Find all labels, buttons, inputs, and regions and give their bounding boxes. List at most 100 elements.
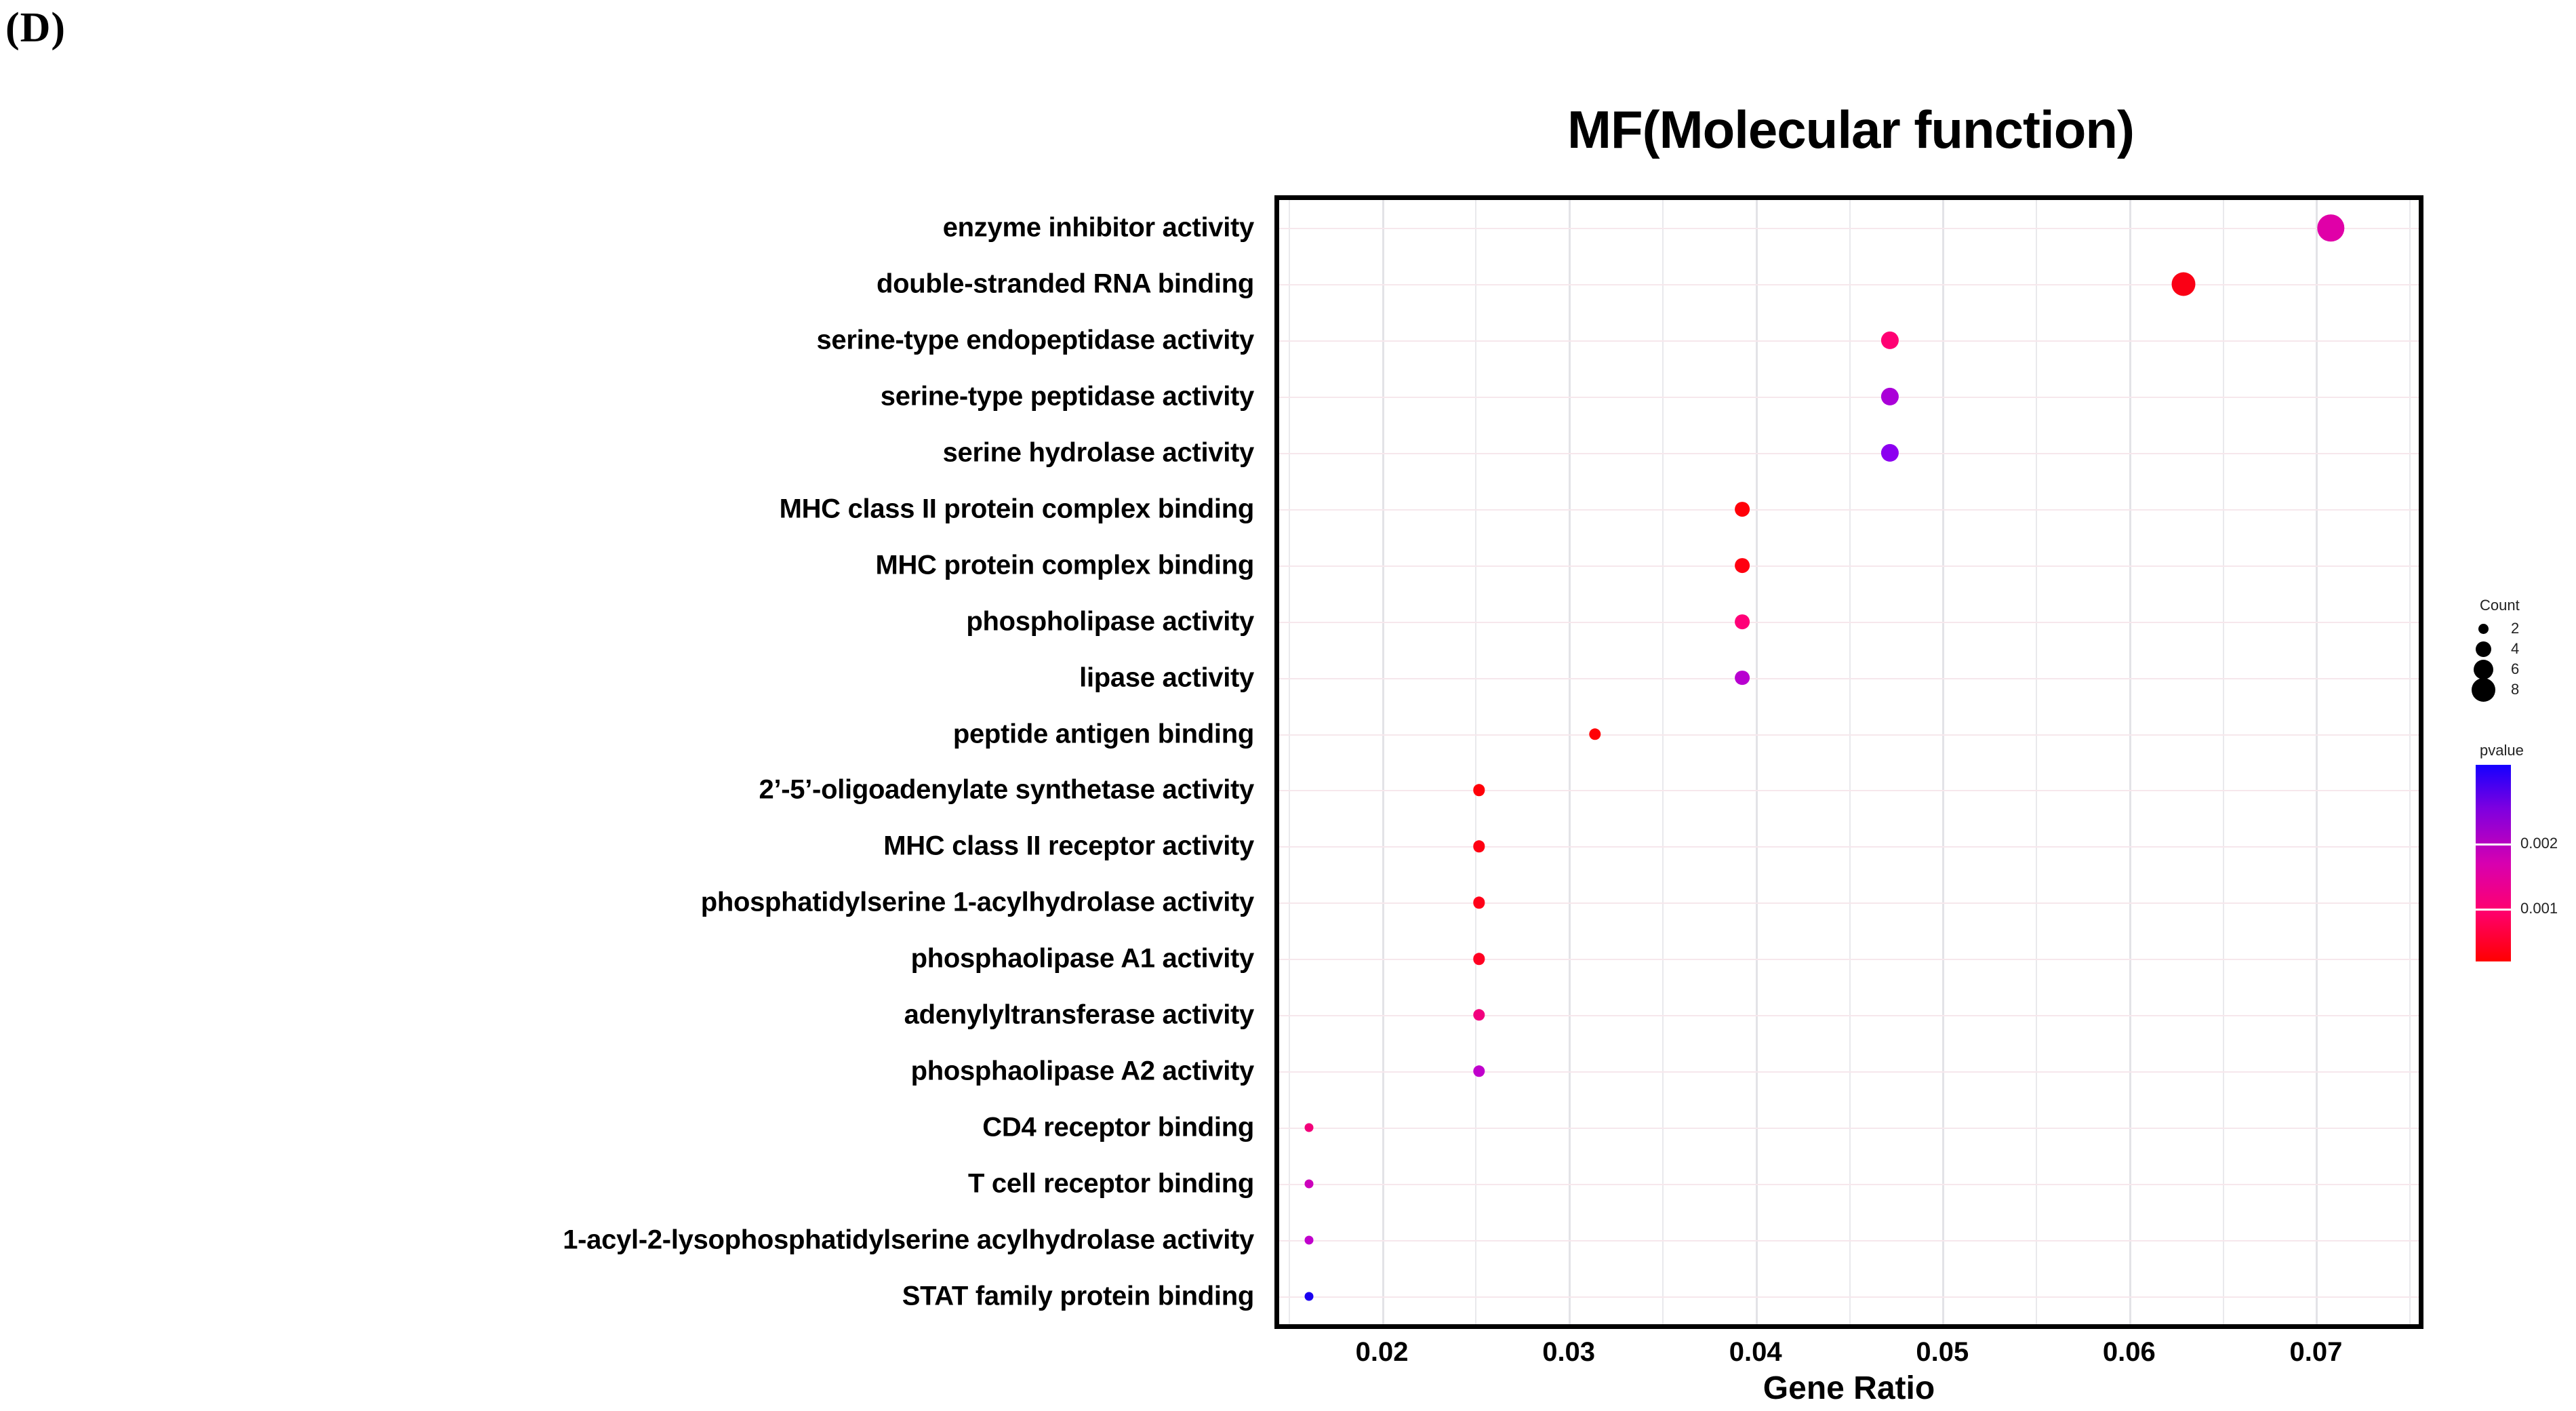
colorbar-tick — [2476, 908, 2511, 911]
count-legend-label: 4 — [2511, 640, 2520, 657]
gridline-horizontal — [1279, 1183, 2419, 1185]
count-legend-item: 6 — [2461, 659, 2576, 679]
x-axis-title: Gene Ratio — [1763, 1370, 1935, 1406]
scatter-dot[interactable] — [1589, 728, 1601, 740]
y-axis-category-label: serine-type endopeptidase activity — [816, 325, 1254, 355]
y-axis-category-label: enzyme inhibitor activity — [942, 212, 1255, 243]
gridline-horizontal — [1279, 621, 2419, 623]
count-legend-dot — [2471, 677, 2495, 702]
y-axis-category-label: serine hydrolase activity — [942, 437, 1255, 468]
colorbar-tick — [2476, 843, 2511, 846]
count-legend-dot-swatch — [2461, 677, 2505, 702]
scatter-dot[interactable] — [1473, 953, 1485, 965]
panel-label: (D) — [5, 5, 66, 51]
gridline-vertical — [1382, 200, 1384, 1324]
gridline-horizontal — [1279, 340, 2419, 342]
y-axis-category-label: T cell receptor binding — [967, 1168, 1254, 1199]
y-axis-category-label: phosphaolipase A2 activity — [910, 1056, 1255, 1086]
y-axis-category-label: STAT family protein binding — [902, 1281, 1255, 1311]
count-legend-dot-swatch — [2461, 623, 2505, 634]
scatter-dot[interactable] — [1473, 1065, 1485, 1077]
gridline-vertical — [1288, 200, 1290, 1324]
gridline-horizontal — [1279, 902, 2419, 905]
count-legend-label: 6 — [2511, 660, 2520, 677]
scatter-dot[interactable] — [1735, 557, 1750, 573]
scatter-dot[interactable] — [1304, 1235, 1314, 1245]
y-axis-category-label: lipase activity — [1079, 662, 1254, 693]
colorbar-tick-label: 0.001 — [2520, 899, 2558, 917]
scatter-dot[interactable] — [2317, 214, 2345, 242]
scatter-dot[interactable] — [1881, 388, 1899, 406]
count-legend-dot-swatch — [2461, 641, 2505, 657]
y-axis-category-label: MHC protein complex binding — [875, 550, 1254, 580]
y-axis-category-label: double-stranded RNA binding — [876, 269, 1254, 299]
scatter-dot[interactable] — [1735, 502, 1750, 517]
x-axis-tick-label: 0.02 — [1355, 1337, 1409, 1367]
scatter-dot[interactable] — [1735, 614, 1750, 629]
x-axis-tick-label: 0.05 — [1916, 1337, 1969, 1367]
pvalue-colorbar — [2476, 765, 2511, 961]
y-axis-category-label: MHC class II receptor activity — [883, 831, 1254, 861]
gridline-vertical — [2316, 200, 2318, 1324]
x-axis-tick-label: 0.07 — [2289, 1337, 2343, 1367]
gridline-horizontal — [1279, 959, 2419, 961]
count-size-legend: Count 2 4 6 8 — [2461, 597, 2576, 702]
gridline-horizontal — [1279, 790, 2419, 792]
gridline-horizontal — [1279, 509, 2419, 511]
scatter-dot[interactable] — [2171, 272, 2196, 296]
scatter-dot[interactable] — [1304, 1123, 1314, 1132]
gridline-horizontal — [1279, 1127, 2419, 1129]
gridline-horizontal — [1279, 846, 2419, 848]
gridline-vertical — [2036, 200, 2038, 1324]
gridline-vertical — [2129, 200, 2131, 1324]
gridline-vertical — [1569, 200, 1571, 1324]
count-legend-label: 8 — [2511, 681, 2520, 698]
scatter-dot[interactable] — [1473, 896, 1485, 909]
gridline-horizontal — [1279, 1296, 2419, 1298]
scatter-dot[interactable] — [1473, 840, 1485, 853]
y-axis-category-label: CD4 receptor binding — [982, 1112, 1254, 1142]
scatter-dot[interactable] — [1881, 332, 1899, 350]
gridline-horizontal — [1279, 397, 2419, 399]
count-legend-dot-swatch — [2461, 659, 2505, 679]
scatter-dot[interactable] — [1473, 784, 1485, 797]
y-axis-category-label: adenylyltransferase activity — [904, 999, 1255, 1030]
count-legend-dot — [2478, 623, 2489, 634]
gridline-vertical — [1849, 200, 1851, 1324]
scatter-dot[interactable] — [1304, 1292, 1314, 1301]
count-legend-item: 2 — [2461, 618, 2576, 639]
gridline-horizontal — [1279, 1071, 2419, 1073]
gridline-horizontal — [1279, 453, 2419, 455]
y-axis-category-label: 2’-5’-oligoadenylate synthetase activity — [759, 774, 1255, 805]
y-axis-category-label: phospholipase activity — [966, 606, 1254, 637]
count-legend-label: 2 — [2511, 620, 2520, 637]
y-axis-category-label: phosphaolipase A1 activity — [910, 943, 1255, 974]
gridline-horizontal — [1279, 677, 2419, 679]
chart-title: MF(Molecular function) — [1567, 100, 2135, 159]
x-axis-tick-label: 0.06 — [2102, 1337, 2156, 1367]
count-legend-title: Count — [2480, 597, 2520, 614]
gridline-vertical — [1662, 200, 1664, 1324]
scatter-dot[interactable] — [1473, 1009, 1485, 1021]
count-legend-rows: 2 4 6 8 — [2461, 618, 2576, 702]
scatter-dot[interactable] — [1304, 1179, 1314, 1189]
gridline-vertical — [1942, 200, 1945, 1324]
gridline-horizontal — [1279, 284, 2419, 286]
x-axis-tick-label: 0.04 — [1729, 1337, 1782, 1367]
y-axis-category-label: serine-type peptidase activity — [880, 381, 1255, 412]
y-axis-labels: enzyme inhibitor activity double-stranded… — [0, 195, 1261, 1329]
count-legend-dot — [2473, 659, 2493, 679]
count-legend-item: 8 — [2461, 677, 2576, 702]
gridline-vertical — [2409, 200, 2411, 1324]
y-axis-category-label: phosphatidylserine 1-acylhydrolase activ… — [700, 887, 1255, 917]
count-legend-dot — [2475, 641, 2491, 657]
gridline-horizontal — [1279, 1015, 2419, 1017]
scatter-dot[interactable] — [1881, 443, 1899, 462]
y-axis-category-label: MHC class II protein complex binding — [779, 494, 1255, 524]
gridline-horizontal — [1279, 565, 2419, 567]
scatter-dot[interactable] — [1735, 670, 1750, 685]
